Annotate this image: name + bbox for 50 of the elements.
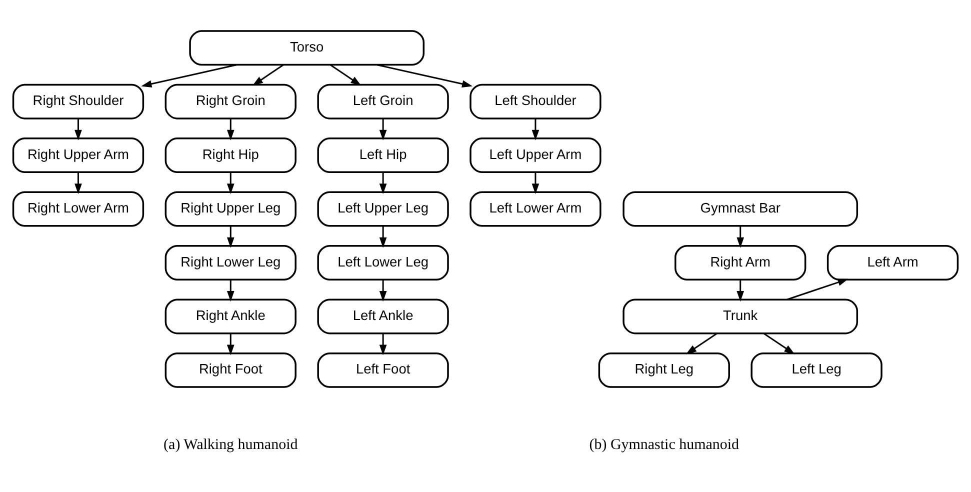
node-box: Left Lower Leg bbox=[317, 244, 449, 280]
label: (a) Walking humanoid bbox=[164, 436, 298, 453]
node-box: Left Leg bbox=[750, 352, 882, 388]
arrow bbox=[226, 225, 234, 248]
arrow bbox=[74, 118, 82, 140]
arrow bbox=[74, 172, 82, 194]
node-box: Right Leg bbox=[598, 352, 730, 388]
arrow bbox=[252, 64, 284, 86]
arrow bbox=[226, 172, 234, 194]
arrow bbox=[226, 332, 234, 355]
arrow bbox=[736, 225, 744, 248]
arrow bbox=[376, 64, 473, 88]
arrow bbox=[786, 278, 848, 300]
node-box: Gymnast Bar bbox=[622, 190, 858, 226]
arrow bbox=[379, 332, 387, 355]
node-box: Right Groin bbox=[164, 83, 296, 119]
node-box: Right Foot bbox=[164, 352, 296, 388]
node-box: Right Upper Arm bbox=[12, 137, 144, 173]
node-box: Right Hip bbox=[164, 137, 296, 173]
node-box: Left Lower Arm bbox=[470, 190, 602, 226]
node-box: Right Ankle bbox=[164, 298, 296, 334]
node-box: Trunk bbox=[622, 298, 858, 334]
arrow bbox=[736, 279, 744, 302]
arrow bbox=[379, 172, 387, 194]
node-box: Left Arm bbox=[826, 244, 959, 280]
node-box: Torso bbox=[189, 30, 425, 66]
node-box: Right Shoulder bbox=[12, 83, 144, 119]
node-box: Left Hip bbox=[317, 137, 449, 173]
node-box: Left Upper Leg bbox=[317, 190, 449, 226]
node-box: Right Upper Leg bbox=[164, 190, 296, 226]
node-box: Right Lower Leg bbox=[164, 244, 296, 280]
arrow bbox=[379, 225, 387, 248]
node-box: Left Shoulder bbox=[470, 83, 602, 119]
arrow bbox=[226, 118, 234, 140]
arrow bbox=[686, 332, 718, 354]
arrow bbox=[226, 279, 234, 302]
arrow bbox=[532, 118, 540, 140]
node-box: Left Foot bbox=[317, 352, 449, 388]
node-box: Left Groin bbox=[317, 83, 449, 119]
node-box: Right Arm bbox=[674, 244, 806, 280]
arrow bbox=[379, 118, 387, 140]
node-box: Left Ankle bbox=[317, 298, 449, 334]
arrow bbox=[532, 172, 540, 194]
arrow bbox=[141, 64, 238, 88]
label: (b) Gymnastic humanoid bbox=[589, 436, 740, 453]
node-box: Right Lower Arm bbox=[12, 190, 144, 226]
node-box: Left Upper Arm bbox=[470, 137, 602, 173]
arrow bbox=[379, 279, 387, 302]
arrow bbox=[330, 64, 362, 86]
arrow bbox=[763, 332, 795, 354]
